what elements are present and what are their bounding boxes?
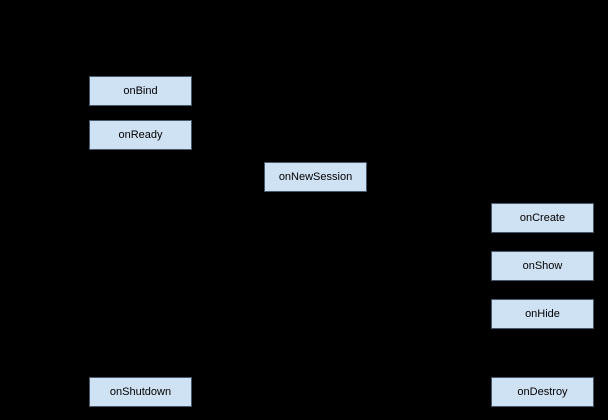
node-ondestroy: onDestroy xyxy=(491,377,594,407)
node-onready: onReady xyxy=(89,120,192,150)
node-onhide: onHide xyxy=(491,299,594,329)
node-oncreate: onCreate xyxy=(491,203,594,233)
node-onnewsession: onNewSession xyxy=(264,162,367,192)
node-onbind: onBind xyxy=(89,76,192,106)
node-onshutdown: onShutdown xyxy=(89,377,192,407)
node-onshow: onShow xyxy=(491,251,594,281)
